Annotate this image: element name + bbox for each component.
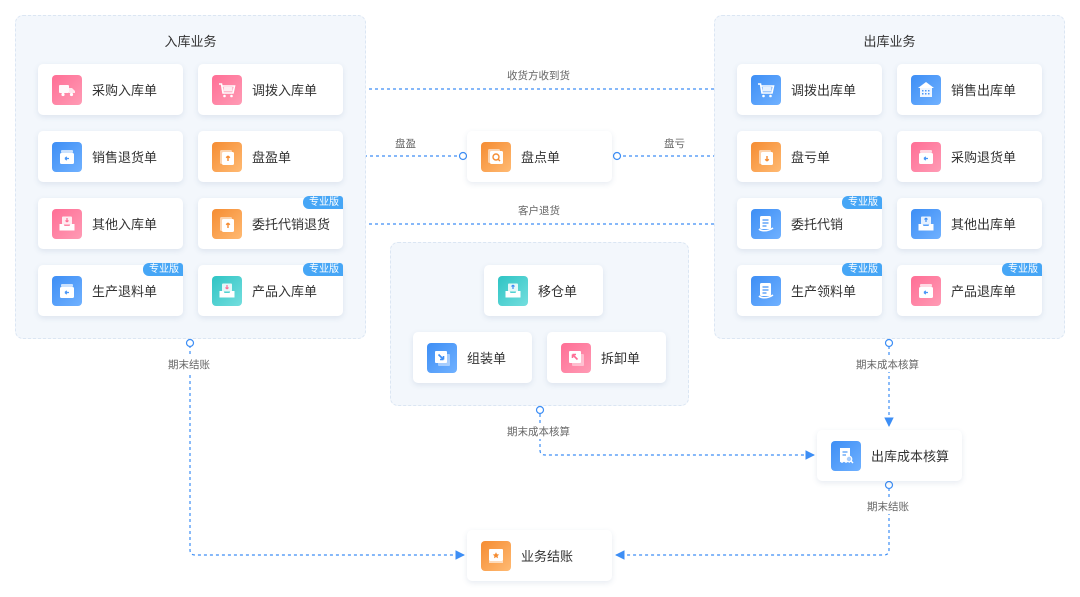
list-hand-icon [751,208,781,239]
pro-edition-badge: 专业版 [1002,263,1042,276]
box-return-icon [52,141,82,172]
inbound-card[interactable]: 其他入库单 [38,198,183,249]
pro-edition-badge: 专业版 [303,196,343,209]
search-doc-icon [481,141,511,172]
outbound-card-label: 盘亏单 [791,151,831,166]
outbound-card-label: 其他出库单 [951,218,1017,233]
connector-dot [185,338,195,348]
flow-label-customer-return: 客户退货 [516,203,562,218]
transfer-card[interactable]: 移仓单 [484,265,603,316]
inbound-card-label: 采购入库单 [92,84,158,99]
connector-dot [458,151,468,161]
book-star-icon [481,540,511,571]
inbound-card-label: 生产退料单 [92,285,158,300]
inbox-up-icon [498,275,528,306]
outbound-card-label: 采购退货单 [951,151,1017,166]
list-hand-icon [751,275,781,306]
arrow-out-icon [561,342,591,373]
closing-card[interactable]: 业务结账 [467,530,612,581]
flow-label-shortage: 盘亏 [662,136,687,151]
box-return-icon [52,275,82,306]
inbound-group-title: 入库业务 [164,35,217,50]
cart-icon [751,74,781,105]
line-center-cost [539,414,815,460]
inbound-card-label: 委托代销退货 [252,218,331,233]
flow-label-center-cost: 期末成本核算 [505,424,572,439]
outbound-card[interactable]: 其他出库单 [897,198,1042,249]
flow-label-inbound-close: 期末结账 [166,357,212,372]
flow-label-cost-close: 期末结账 [865,499,911,514]
receipt-search-icon [831,440,861,471]
connector-dot [884,480,894,490]
doc-up-icon [212,208,242,239]
box-return-icon [911,275,941,306]
box-return-icon [911,141,941,172]
flow-label-receiver-received: 收货方收到货 [505,68,572,83]
inbound-card-label: 产品入库单 [252,285,318,300]
disassemble-card[interactable]: 拆卸单 [547,332,666,383]
outbound-card[interactable]: 盘亏单 [737,131,882,182]
stocktake-label: 盘点单 [521,151,561,166]
inbound-card-label: 其他入库单 [92,218,158,233]
line-cost-close [615,488,890,560]
inbound-card[interactable]: 盘盈单 [198,131,343,182]
outbound-card[interactable]: 产品退库单 专业版 [897,263,1042,316]
building-icon [911,74,941,105]
transfer-label: 移仓单 [538,285,578,300]
inbox-up-icon [911,208,941,239]
inbound-card[interactable]: 生产退料单 专业版 [38,263,183,316]
outbound-card-label: 生产领料单 [791,285,857,300]
connector-dot [612,151,622,161]
inbox-down-icon [52,208,82,239]
inbound-card[interactable]: 调拨入库单 [198,64,343,115]
doc-down-icon [751,141,781,172]
outbound-group-title: 出库业务 [863,35,916,50]
outbound-card[interactable]: 调拨出库单 [737,64,882,115]
pro-edition-badge: 专业版 [842,263,882,276]
stocktake-card[interactable]: 盘点单 [467,131,612,182]
outbound-card-label: 产品退库单 [951,285,1017,300]
outbound-card-label: 调拨出库单 [791,84,857,99]
outbound-card-label: 销售出库单 [951,84,1017,99]
pro-edition-badge: 专业版 [842,196,882,209]
inbox-down-icon [212,275,242,306]
outbound-card-label: 委托代销 [791,218,844,233]
arrow-in-icon [427,342,457,373]
inbound-card[interactable]: 委托代销退货 专业版 [198,196,343,249]
connector-dot [535,405,545,415]
assemble-card[interactable]: 组装单 [413,332,532,383]
assemble-label: 组装单 [467,352,507,367]
flow-label-surplus: 盘盈 [393,136,418,151]
disassemble-label: 拆卸单 [601,352,641,367]
outbound-card[interactable]: 采购退货单 [897,131,1042,182]
inbound-card-label: 销售退货单 [92,151,158,166]
pro-edition-badge: 专业版 [143,263,183,276]
outbound-card[interactable]: 委托代销 专业版 [737,196,882,249]
outbound-cost-label: 出库成本核算 [871,450,950,465]
closing-label: 业务结账 [521,550,574,565]
inbound-card[interactable]: 产品入库单 专业版 [198,263,343,316]
outbound-card[interactable]: 销售出库单 [897,64,1042,115]
truck-icon [52,74,82,105]
cart-icon [212,74,242,105]
pro-edition-badge: 专业版 [303,263,343,276]
doc-up-icon [212,141,242,172]
outbound-cost-card[interactable]: 出库成本核算 [817,430,962,481]
outbound-card[interactable]: 生产领料单 专业版 [737,263,882,316]
inbound-card[interactable]: 采购入库单 [38,64,183,115]
inbound-card-label: 调拨入库单 [252,84,318,99]
flow-label-outbound-cost: 期末成本核算 [854,357,921,372]
connector-dot [884,338,894,348]
inbound-card-label: 盘盈单 [252,151,292,166]
inbound-card[interactable]: 销售退货单 [38,131,183,182]
